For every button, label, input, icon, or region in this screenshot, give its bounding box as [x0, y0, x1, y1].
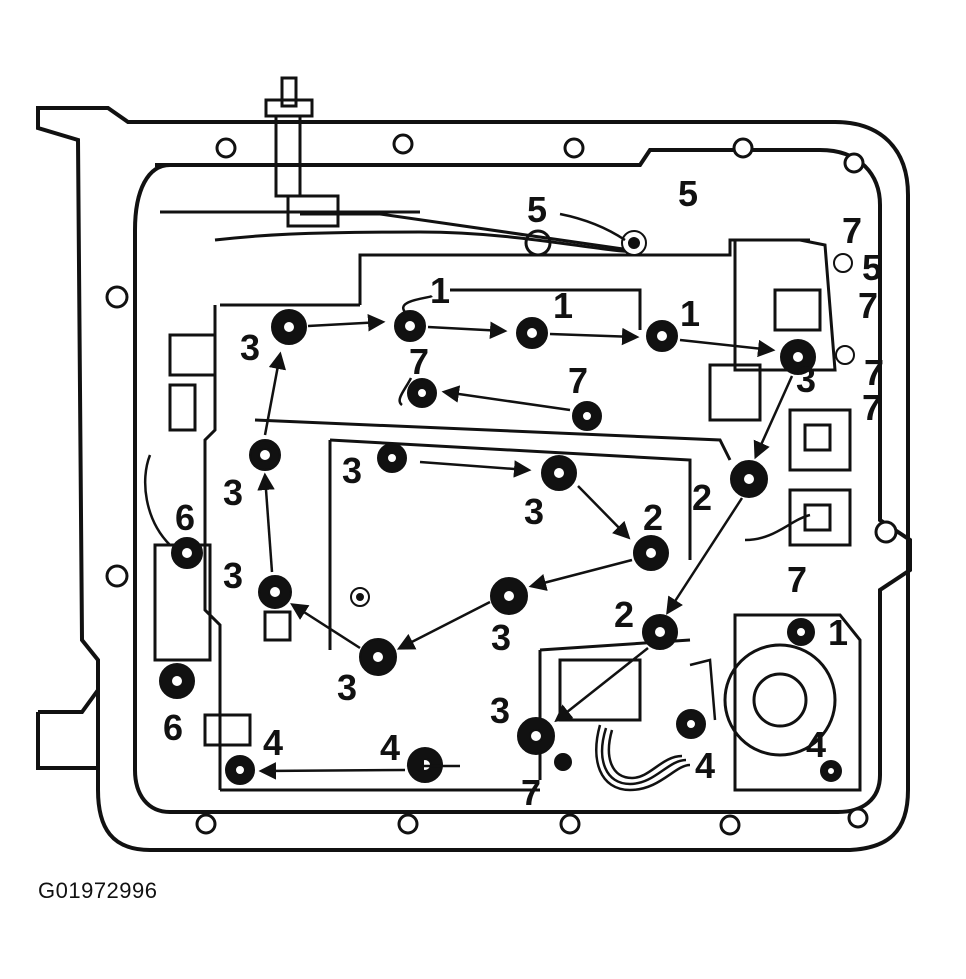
callout-2: 2 [692, 477, 712, 518]
bolt-6-low [159, 663, 195, 699]
callout-7: 7 [862, 387, 882, 428]
bolt-3-right [780, 339, 816, 375]
bolt-5-solenoid [621, 230, 647, 256]
gasket-outline [133, 148, 912, 814]
bolt-2-mid [633, 535, 669, 571]
bolt-3-center-b [541, 455, 577, 491]
sequence-arrows [257, 314, 794, 780]
callout-3: 3 [223, 472, 243, 513]
bolt-4-harness [676, 709, 706, 739]
callout-6: 6 [163, 707, 183, 748]
wiring-harness [144, 454, 811, 792]
callout-7: 7 [409, 341, 429, 382]
callout-7: 7 [521, 772, 541, 813]
callout-5: 5 [678, 173, 698, 214]
bolt-1-servo [787, 618, 815, 646]
bolt-7-right-b [835, 345, 855, 365]
bolt-4-left [225, 755, 255, 785]
leader-lines [398, 212, 626, 407]
bolt-1-b [516, 317, 548, 349]
callout-4: 4 [806, 724, 826, 765]
callout-1: 1 [828, 612, 848, 653]
bolt-3-bottom [517, 717, 555, 755]
bolt-3-top-left [271, 309, 307, 345]
bolt-3-left-mid [249, 439, 281, 471]
bolt-7-b [572, 401, 602, 431]
callout-5: 5 [862, 247, 882, 288]
callout-7: 7 [858, 285, 878, 326]
bolt-3-left-low [258, 575, 292, 609]
callout-7: 7 [568, 360, 588, 401]
callout-3: 3 [524, 491, 544, 532]
callout-4: 4 [380, 727, 400, 768]
bolt-1-c [646, 320, 678, 352]
bolt-3-center-d [359, 638, 397, 676]
figure-id-caption: G01972996 [38, 878, 158, 903]
callout-3: 3 [240, 327, 260, 368]
callout-3: 3 [342, 450, 362, 491]
callout-4: 4 [695, 745, 715, 786]
callout-3: 3 [796, 359, 816, 400]
callout-3: 3 [337, 667, 357, 708]
callout-6: 6 [175, 497, 195, 538]
callout-3: 3 [223, 555, 243, 596]
servo-assembly [723, 643, 837, 757]
callout-7: 7 [787, 559, 807, 600]
callout-1: 1 [553, 285, 573, 326]
callout-labels: 5 5 5 7 7 7 7 7 7 7 1 1 1 1 3 3 3 3 3 3 … [163, 173, 884, 813]
callout-5: 5 [527, 189, 547, 230]
callout-7: 7 [842, 210, 862, 251]
callout-1: 1 [430, 270, 450, 311]
bolt-heads [159, 230, 855, 785]
manual-shaft-linkage [264, 76, 631, 252]
callout-2: 2 [614, 594, 634, 635]
bolt-2-right [730, 460, 768, 498]
bolt-7-a [407, 378, 437, 408]
callout-3: 3 [490, 690, 510, 731]
bolt-3-center-c [490, 577, 528, 615]
bolt-7-low [554, 753, 572, 771]
bolt-1-a [394, 310, 426, 342]
bolt-7-right-a [833, 253, 853, 273]
bolt-4-right [820, 760, 842, 782]
case-bolt-holes [105, 133, 898, 836]
callout-3: 3 [491, 617, 511, 658]
valve-body-contours [153, 210, 862, 792]
case-outline [36, 106, 910, 852]
callout-4: 4 [263, 722, 283, 763]
bolt-small-center [350, 587, 370, 607]
callout-7: 7 [864, 352, 884, 393]
bolt-2-low [642, 614, 678, 650]
callout-1: 1 [680, 293, 700, 334]
bolt-6-top [171, 537, 203, 569]
bolt-3-center-a [377, 443, 407, 473]
callout-2: 2 [643, 497, 663, 538]
